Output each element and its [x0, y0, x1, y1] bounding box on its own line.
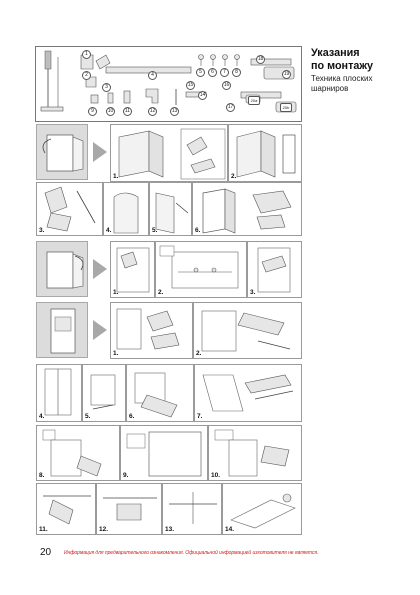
step-number: 1.	[113, 350, 119, 357]
step-panel: 8.	[36, 425, 120, 481]
step-number: 9.	[123, 472, 129, 479]
step-panel: 1.	[110, 302, 193, 359]
step-number: 13.	[165, 526, 175, 533]
page-title: Указания по монтажу	[311, 47, 374, 72]
step-panel: 1.	[110, 124, 228, 182]
step-panel: 10.	[208, 425, 302, 481]
step-arrow-icon	[93, 320, 107, 340]
part-badge: 6	[208, 68, 217, 77]
parts-overview-panel: 1 2 3 4 5 6 7 8 9 10 11 12 13 14 15 16 1…	[35, 46, 302, 122]
step-number: 4.	[39, 413, 45, 420]
part-badge: 19	[282, 70, 291, 79]
step-number: 6.	[129, 413, 135, 420]
cabinet-overview-illustration	[36, 302, 88, 358]
part-badge: 3	[102, 83, 111, 92]
step-panel: 12.	[96, 483, 162, 535]
step-panel: 5.	[82, 364, 126, 422]
part-badge: 14	[198, 91, 207, 100]
step-panel: 2.	[193, 302, 302, 359]
part-badge: 5	[196, 68, 205, 77]
step-number: 5.	[152, 227, 158, 234]
part-badge: 12	[148, 107, 157, 116]
step-number: 6.	[195, 227, 201, 234]
step-panel: 6.	[192, 182, 302, 236]
step-number: 12.	[99, 526, 109, 533]
step-panel: 13.	[162, 483, 222, 535]
step-panel: 3.	[36, 182, 103, 236]
step-number: 8.	[39, 472, 45, 479]
step-number: 7.	[197, 413, 203, 420]
part-badge: 20a	[248, 96, 260, 105]
step-number: 2.	[231, 173, 237, 180]
step-number: 14.	[225, 526, 235, 533]
step-number: 11.	[39, 526, 48, 533]
disclaimer-note: Информация для предварительного ознакомл…	[64, 550, 319, 556]
step-number: 3.	[39, 227, 45, 234]
step-panel: 2.	[228, 124, 302, 182]
step-number: 10.	[211, 472, 221, 479]
part-badge: 4	[148, 71, 157, 80]
step-panel: 4.	[103, 182, 149, 236]
step-panel: 1.	[110, 241, 155, 298]
page-subtitle: Техника плоских шарниров	[311, 74, 373, 93]
step-number: 5.	[85, 413, 91, 420]
part-badge: 15	[186, 81, 195, 90]
part-badge: 16	[222, 81, 231, 90]
part-badge: 7	[220, 68, 229, 77]
part-badge: 1	[82, 50, 91, 59]
part-badge: 17	[226, 103, 235, 112]
step-panel: 5.	[149, 182, 192, 236]
step-number: 2.	[196, 350, 202, 357]
step-arrow-icon	[93, 142, 107, 162]
step-panel: 11.	[36, 483, 96, 535]
step-panel: 3.	[247, 241, 302, 298]
step-panel: 6.	[126, 364, 194, 422]
part-badge: 8	[232, 68, 241, 77]
part-badge: 9	[88, 107, 97, 116]
part-badge: 13	[170, 107, 179, 116]
part-badge: 20b	[280, 103, 292, 112]
step-panel: 14.	[222, 483, 302, 535]
step-panel: 2.	[155, 241, 247, 298]
step-number: 3.	[250, 289, 256, 296]
page-number: 20	[40, 547, 52, 558]
step-number: 1.	[113, 289, 119, 296]
step-panel: 4.	[36, 364, 82, 422]
part-badge: 2	[82, 71, 91, 80]
door-overview-illustration	[36, 241, 88, 297]
step-panel: 9.	[120, 425, 208, 481]
step-arrow-icon	[93, 259, 107, 279]
step-panel: 7.	[194, 364, 302, 422]
part-badge: 11	[123, 107, 132, 116]
step-number: 4.	[106, 227, 112, 234]
part-badge: 10	[106, 107, 115, 116]
door-overview-illustration	[36, 124, 88, 180]
step-number: 1.	[113, 173, 119, 180]
part-badge: 18	[256, 55, 265, 64]
step-number: 2.	[158, 289, 164, 296]
